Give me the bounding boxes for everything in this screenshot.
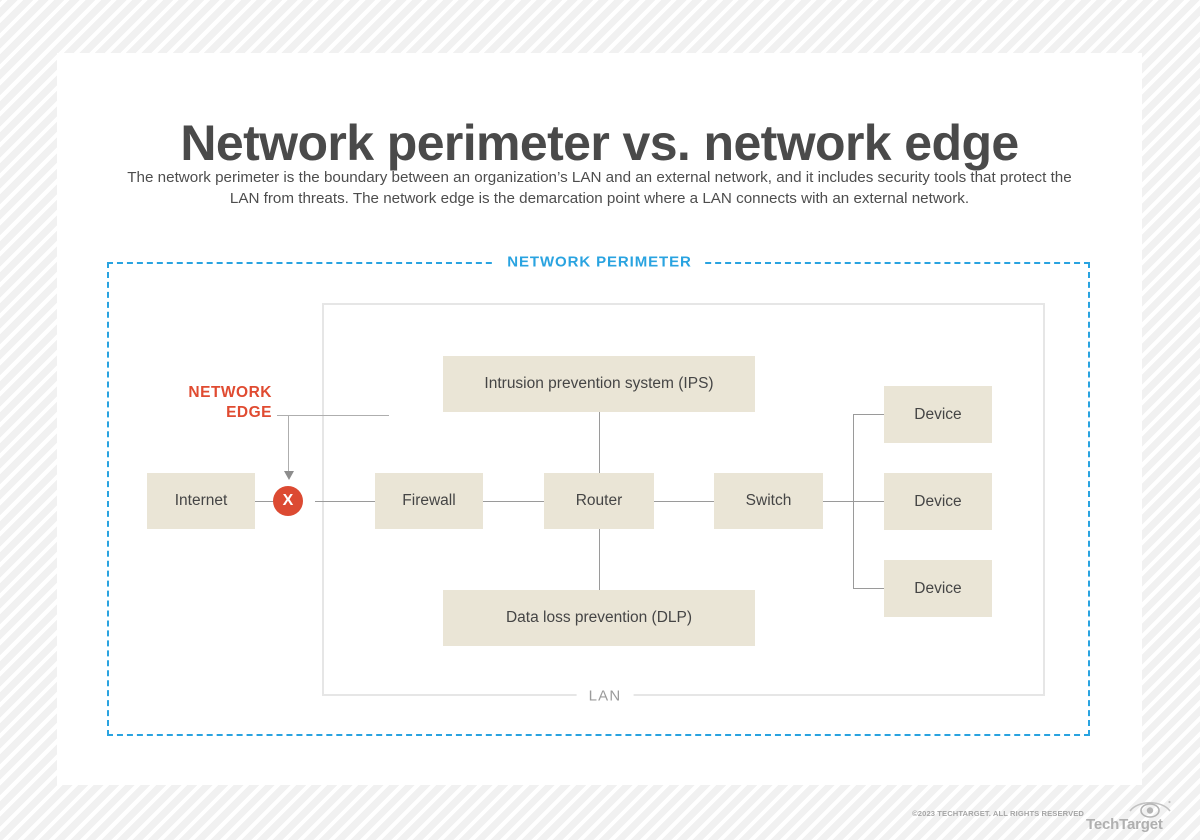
connector-router-to-switch xyxy=(654,501,714,502)
node-device-1[interactable]: Device xyxy=(884,386,992,443)
node-device-2-label: Device xyxy=(914,492,962,510)
network-edge-callout-label: NETWORK EDGE xyxy=(102,383,272,423)
connector-device-trunk xyxy=(853,414,854,588)
network-perimeter-label: NETWORK PERIMETER xyxy=(494,253,705,271)
node-device-3-label: Device xyxy=(914,579,962,597)
node-data-loss-prevention[interactable]: Data loss prevention (DLP) xyxy=(443,590,755,646)
network-edge-arrow-icon xyxy=(284,471,294,480)
node-intrusion-prevention-system[interactable]: Intrusion prevention system (IPS) xyxy=(443,356,755,412)
node-router-label: Router xyxy=(575,492,623,509)
connector-internet-to-edge xyxy=(254,501,284,502)
page-subtitle: The network perimeter is the boundary be… xyxy=(127,169,1072,207)
connector-router-to-ips xyxy=(599,411,600,501)
node-router[interactable]: Router xyxy=(544,473,654,529)
node-ips-label: Intrusion prevention system (IPS) xyxy=(484,375,714,392)
network-edge-marker-label: X xyxy=(282,492,294,509)
footer: ©2023 TECHTARGET. ALL RIGHTS RESERVED Te… xyxy=(0,795,1200,840)
connector-firewall-to-router xyxy=(483,501,544,502)
node-switch-label: Switch xyxy=(745,492,792,509)
connector-trunk-to-device1 xyxy=(853,414,884,415)
node-firewall-label: Firewall xyxy=(402,492,456,509)
network-edge-callout-line1: NETWORK xyxy=(188,384,272,401)
node-dlp-label: Data loss prevention (DLP) xyxy=(505,609,693,626)
copyright-text: ©2023 TECHTARGET. ALL RIGHTS RESERVED xyxy=(912,809,1084,818)
node-device-2[interactable]: Device xyxy=(884,473,992,530)
node-internet[interactable]: Internet xyxy=(147,473,255,529)
content-card: Network perimeter vs. network edge The n… xyxy=(57,53,1142,785)
node-device-1-label: Device xyxy=(914,405,962,423)
node-internet-label: Internet xyxy=(174,492,228,509)
connector-router-to-dlp xyxy=(599,501,600,591)
node-device-3[interactable]: Device xyxy=(884,560,992,617)
network-edge-leader-horizontal xyxy=(277,415,389,416)
network-edge-leader-vertical xyxy=(288,415,289,473)
network-edge-marker[interactable]: X xyxy=(273,486,303,516)
eye-icon xyxy=(1128,797,1172,824)
lan-label: LAN xyxy=(576,687,634,705)
lan-boundary xyxy=(322,303,1045,696)
connector-trunk-to-device3 xyxy=(853,588,884,589)
techtarget-logo: TechTarget xyxy=(1086,797,1178,833)
page-title: Network perimeter vs. network edge xyxy=(180,114,1019,171)
node-firewall[interactable]: Firewall xyxy=(375,473,483,529)
network-edge-callout-line2: EDGE xyxy=(226,404,272,421)
node-switch[interactable]: Switch xyxy=(714,473,823,529)
network-diagram: NETWORK PERIMETER LAN Internet X xyxy=(57,53,1142,785)
connector-edge-to-firewall xyxy=(315,501,375,502)
techtarget-wordmark: TechTarget xyxy=(1086,816,1163,833)
